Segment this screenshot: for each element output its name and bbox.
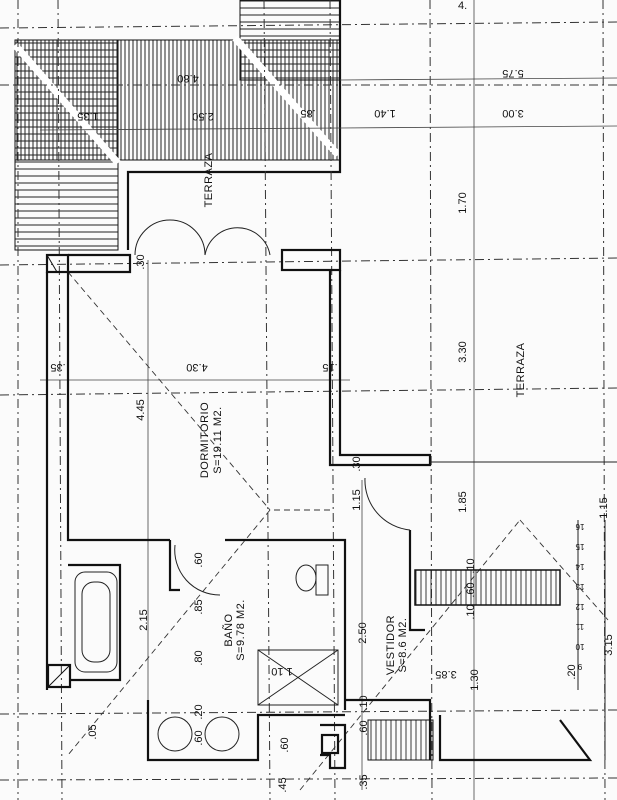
dim-05: .05 — [87, 724, 99, 739]
dormitorio-label: DORMITORIO — [199, 402, 211, 478]
hatched-roof — [12, 0, 342, 251]
dim-stair-10a: .10 — [465, 558, 477, 573]
dim-vest-10: .10 — [358, 695, 370, 710]
vestidor-area: S=8.6 M2. — [397, 618, 409, 673]
dormitorio-area: S=19.11 M2. — [212, 406, 224, 473]
dim-35: .35 — [50, 361, 65, 373]
stair-number: 11 — [575, 622, 584, 631]
bano-area: S=9.78 M2. — [235, 599, 247, 661]
stair-number: 9 — [577, 662, 582, 671]
dim-stair-10b: .10 — [465, 604, 477, 619]
dim-stair-60: .60 — [465, 582, 477, 597]
dim-575: 5.75 — [502, 67, 523, 79]
stair-number: 12 — [575, 602, 584, 611]
vestidor-label: VESTIDOR — [385, 615, 397, 675]
dim-top-partial: 4. — [458, 0, 467, 12]
dim-vest-60: .60 — [358, 720, 370, 735]
sink-icon — [204, 716, 240, 752]
dim-bano-85: .85 — [193, 599, 205, 614]
toilet-icon — [295, 564, 317, 592]
dim-185: 1.85 — [457, 491, 469, 512]
dim-430: 4.30 — [186, 361, 207, 373]
terraza-right-label: TERRAZA — [515, 342, 527, 397]
stair-step-numbers: 16 15 14 13 12 11 10 9 — [575, 522, 584, 671]
dim-bano-60c: .60 — [279, 737, 291, 752]
sink-icon — [157, 716, 193, 752]
dim-115-right: 1.15 — [598, 497, 610, 518]
stair-number: 13 — [575, 582, 584, 591]
dim-445: 4.45 — [135, 399, 147, 420]
dim-15: .15 — [322, 361, 337, 373]
dim-passage-30: .30 — [351, 456, 363, 471]
stair-number: 16 — [575, 522, 584, 531]
dim-vest-35: .35 — [358, 774, 370, 789]
dim-330: 3.30 — [457, 341, 469, 362]
fixtures — [74, 219, 411, 752]
dim-vest-20: .20 — [566, 664, 578, 679]
dim-bano-60b: .60 — [193, 730, 205, 745]
shower-icon — [257, 649, 339, 706]
dim-300: 3.00 — [502, 107, 523, 119]
dim-vest-250: 2.50 — [357, 622, 369, 643]
dim-315: 3.15 — [603, 634, 615, 655]
dim-110: 1.10 — [271, 665, 292, 677]
stair-number: 15 — [575, 542, 584, 551]
terraza-top-label: TERRAZA — [203, 152, 215, 207]
stair-number: 14 — [575, 562, 584, 571]
labels: 4. 4.80 2.50 1.35 .85 1.40 5.75 3.00 TER… — [50, 0, 615, 793]
bathtub-icon — [74, 571, 118, 673]
dim-roof-480: 4.80 — [177, 72, 198, 84]
dim-215: 2.15 — [138, 609, 150, 630]
dim-door-30: .30 — [135, 254, 147, 269]
dim-roof-135: 1.35 — [77, 110, 98, 122]
dim-bano-60a: .60 — [193, 552, 205, 567]
dim-bano-80: .80 — [193, 650, 205, 665]
dim-roof-85: .85 — [300, 107, 315, 119]
dim-140: 1.40 — [374, 107, 395, 119]
dim-45: .45 — [277, 777, 289, 792]
stair-number: 10 — [575, 642, 584, 651]
dim-passage-115: 1.15 — [351, 489, 363, 510]
dim-roof-250: 2.50 — [192, 110, 213, 122]
bano-label: BAÑO — [222, 613, 235, 646]
dim-bano-20: .20 — [193, 704, 205, 719]
dim-385: 3.85 — [435, 668, 456, 680]
walls — [45, 248, 617, 770]
dim-130: 1.30 — [469, 669, 481, 690]
dim-170: 1.70 — [457, 192, 469, 213]
